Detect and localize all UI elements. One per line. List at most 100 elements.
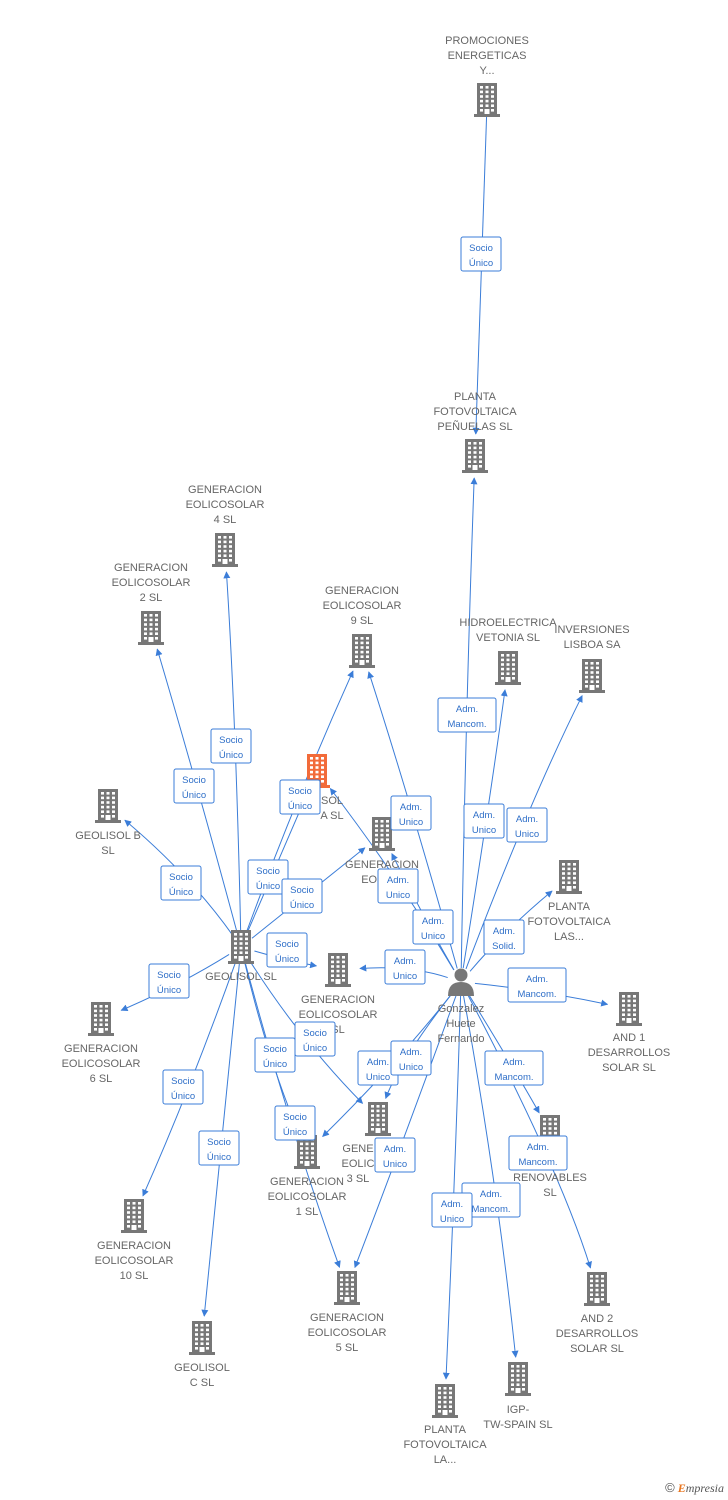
building-icon[interactable]: [212, 533, 238, 567]
building-icon[interactable]: [462, 439, 488, 473]
node-label-line: GENERACION: [188, 484, 262, 496]
building-icon[interactable]: [369, 817, 395, 851]
edge-label-person-to-ge8[interactable]: Adm.Unico: [384, 949, 426, 985]
building-icon[interactable]: [579, 659, 605, 693]
node-label-line: PLANTA: [548, 901, 591, 913]
edge-label-person-to-ge5[interactable]: Adm.Unico: [374, 1137, 416, 1173]
node-label-line: DESARROLLOS: [588, 1047, 671, 1059]
edge-label-person-to-ge3[interactable]: Adm.Unico: [357, 1050, 399, 1086]
node-label-line: PLANTA: [424, 1424, 467, 1436]
edge-label-person-to-ge1[interactable]: Adm.Unico: [390, 1040, 432, 1076]
node-label-line: 6 SL: [90, 1073, 113, 1085]
building-icon[interactable]: [474, 83, 500, 117]
building-icon[interactable]: [365, 1102, 391, 1136]
edge-label-person-to-lisboa[interactable]: Adm.Unico: [506, 807, 548, 843]
edge-label-line: Unico: [386, 890, 410, 901]
building-icon[interactable]: [505, 1362, 531, 1396]
edge-line-promociones-to-penuelas: [472, 113, 488, 435]
node-label-line: EOLICOSOLAR: [299, 1009, 378, 1021]
building-icon[interactable]: [616, 992, 642, 1026]
node-label-line: AND 2: [581, 1313, 613, 1325]
node-label-line: GENERACION: [64, 1043, 138, 1055]
empresia-brand[interactable]: ©Empresia: [665, 1480, 724, 1496]
node-igp[interactable]: IGP-TW-SPAIN SL: [483, 1362, 553, 1431]
edge-label-person-to-ge9[interactable]: Adm.Unico: [390, 795, 432, 831]
node-label-line: 10 SL: [120, 1270, 149, 1282]
building-icon[interactable]: [495, 651, 521, 685]
edge-label-person-to-ge7[interactable]: Adm.Unico: [412, 909, 454, 945]
edge-label-person-to-and1[interactable]: Adm.Mancom.: [507, 967, 567, 1003]
edge-label-person-to-renovables[interactable]: Adm.Mancom.: [484, 1050, 544, 1086]
node-label-line: DESARROLLOS: [556, 1328, 639, 1340]
building-icon[interactable]: [584, 1272, 610, 1306]
edge-label-person-to-igp[interactable]: Adm.Mancom.: [461, 1182, 521, 1218]
building-icon[interactable]: [228, 930, 254, 964]
building-icon[interactable]: [349, 634, 375, 668]
building-icon[interactable]: [88, 1002, 114, 1036]
edge-label-line: Adm.: [367, 1057, 389, 1068]
edge-label-person-to-and2[interactable]: Adm.Mancom.: [508, 1135, 568, 1171]
building-icon[interactable]: [325, 953, 351, 987]
edge-label-person-to-hidro[interactable]: Adm.Unico: [463, 803, 505, 839]
node-label-geolisol: GEOLISOL SL: [205, 971, 277, 983]
building-icon[interactable]: [334, 1271, 360, 1305]
edge-label-line: Unico: [421, 931, 445, 942]
node-label-line: LAS...: [554, 931, 584, 943]
node-label-line: LISBOA SA: [564, 639, 622, 651]
building-icon[interactable]: [121, 1199, 147, 1233]
edge-label-person-to-penuelas[interactable]: Adm.Mancom.: [437, 697, 497, 733]
node-label-line: Huete: [446, 1018, 475, 1030]
person-icon[interactable]: [448, 968, 474, 997]
edge-label-person-to-geolisola[interactable]: Adm.Unico: [377, 868, 419, 904]
building-icon[interactable]: [189, 1321, 215, 1355]
building-icon[interactable]: [138, 611, 164, 645]
node-geolisol[interactable]: GEOLISOL SL: [205, 930, 277, 983]
building-icon[interactable]: [95, 789, 121, 823]
building-icon[interactable]: [556, 860, 582, 894]
node-label-line: Gonzalez: [438, 1003, 484, 1015]
node-label-line: ENERGETICAS: [448, 50, 527, 62]
brand-logo-text: mpresia: [685, 1481, 724, 1495]
edge-label-person-to-plantala[interactable]: Adm.Unico: [431, 1192, 473, 1228]
node-label-line: EOLICOSOLAR: [323, 600, 402, 612]
node-label-line: IGP-: [507, 1404, 530, 1416]
edge-label-person-to-plantalas[interactable]: Adm.Solid.: [483, 919, 525, 955]
building-icon[interactable]: [432, 1384, 458, 1418]
edge-label-box: [431, 1192, 473, 1228]
